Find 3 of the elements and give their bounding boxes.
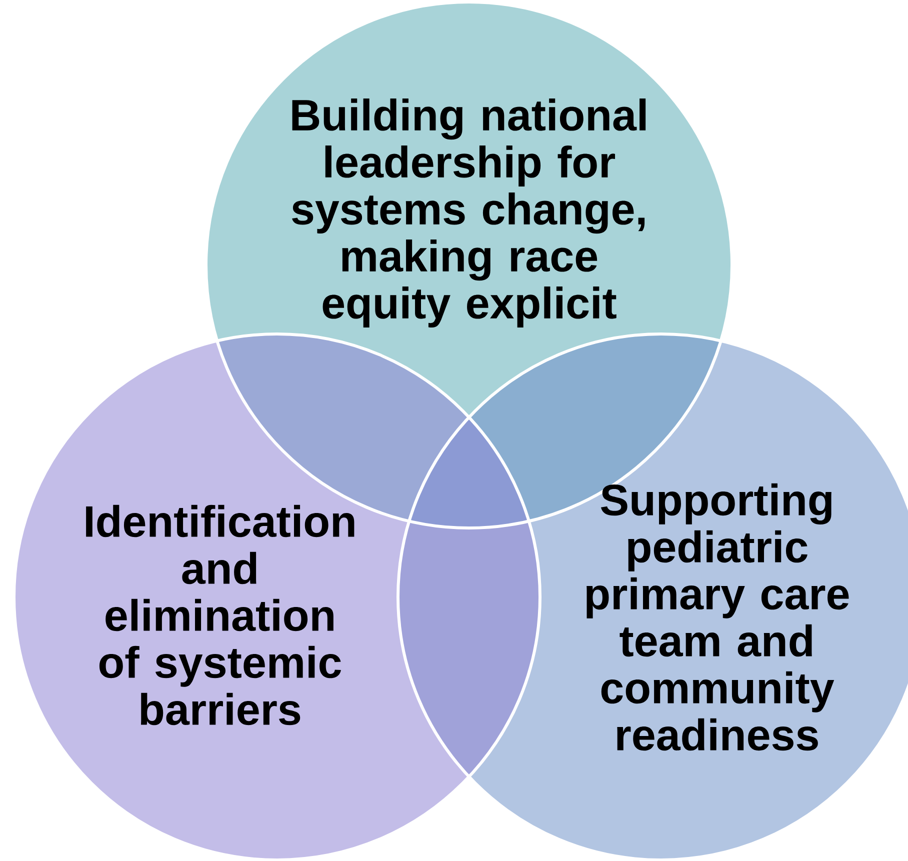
circle-label: Building national leadership for systems change, making race equity explicit (292, 98, 646, 328)
circle-label: Identification and elimination of systemic barriers (86, 504, 354, 726)
circle-label: Supporting pediatric primary care team and community readiness (586, 483, 849, 751)
